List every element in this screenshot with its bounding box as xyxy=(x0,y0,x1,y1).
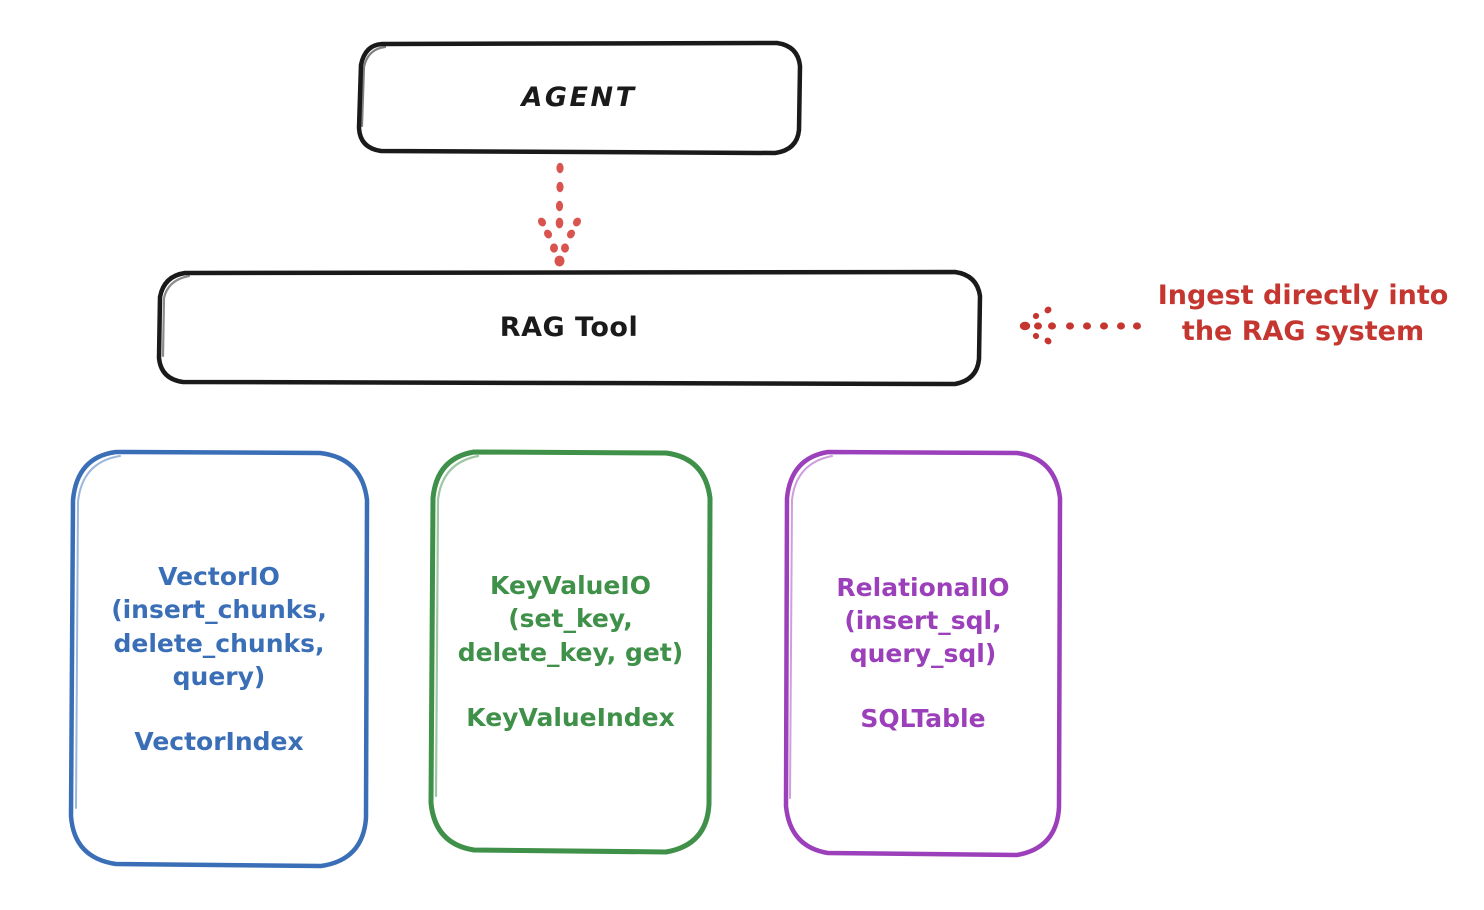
node-key-value-io-label: KeyValueIO (set_key, delete_key, get) xyxy=(457,571,684,667)
node-relational-io[interactable]: RelationalIO (insert_sql, query_sql) SQL… xyxy=(783,448,1063,858)
node-agent[interactable]: AGENT xyxy=(355,40,803,156)
node-vector-io[interactable]: VectorIO (insert_chunks, delete_chunks, … xyxy=(68,448,370,869)
node-agent-label: AGENT xyxy=(521,82,637,113)
annotation-ingest-note: Ingest directly into the RAG system xyxy=(1157,280,1449,347)
node-relational-io-label: RelationalIO (insert_sql, query_sql) xyxy=(836,572,1010,669)
connector-agent-to-rag-tool xyxy=(512,160,608,272)
node-vector-io-sublabel: VectorIndex xyxy=(134,727,304,756)
dotted-down-arrow-icon xyxy=(537,162,582,267)
node-relational-io-sublabel: SQLTable xyxy=(860,704,986,734)
connector-ingest-into-rag xyxy=(1018,302,1141,350)
node-vector-io-label: VectorIO (insert_chunks, delete_chunks, … xyxy=(111,562,327,691)
node-rag-tool-label: RAG Tool xyxy=(499,312,639,343)
dotted-left-arrow-icon xyxy=(1019,306,1141,345)
node-key-value-io-sublabel: KeyValueIndex xyxy=(466,702,675,732)
node-rag-tool[interactable]: RAG Tool xyxy=(155,269,983,387)
node-key-value-io[interactable]: KeyValueIO (set_key, delete_key, get) Ke… xyxy=(428,448,713,855)
